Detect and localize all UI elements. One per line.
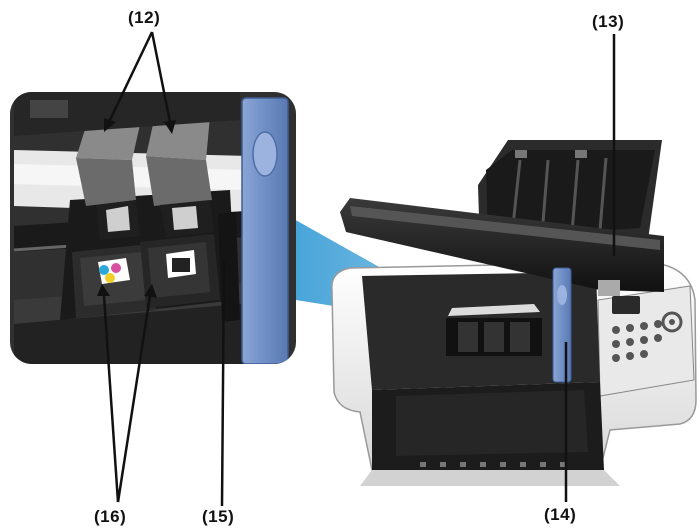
callout-13: (13) bbox=[592, 12, 625, 31]
printer bbox=[331, 140, 697, 486]
callout-14: (14) bbox=[544, 505, 577, 524]
scanning-unit-support bbox=[552, 267, 572, 383]
callout-15: (15) bbox=[202, 507, 235, 526]
scanning-unit bbox=[340, 198, 664, 296]
ink-cartridge-lock-levers bbox=[76, 116, 214, 240]
callout-16: (16) bbox=[94, 507, 127, 526]
callout-12: (12) bbox=[128, 8, 161, 27]
paper-output-tray bbox=[360, 382, 620, 486]
inset-support-arm bbox=[241, 97, 289, 364]
color-ink-tank bbox=[72, 244, 156, 318]
inset-view bbox=[10, 92, 296, 364]
leader-lines bbox=[97, 31, 616, 507]
carriage-small bbox=[446, 304, 542, 356]
black-ink-tank bbox=[140, 234, 220, 308]
